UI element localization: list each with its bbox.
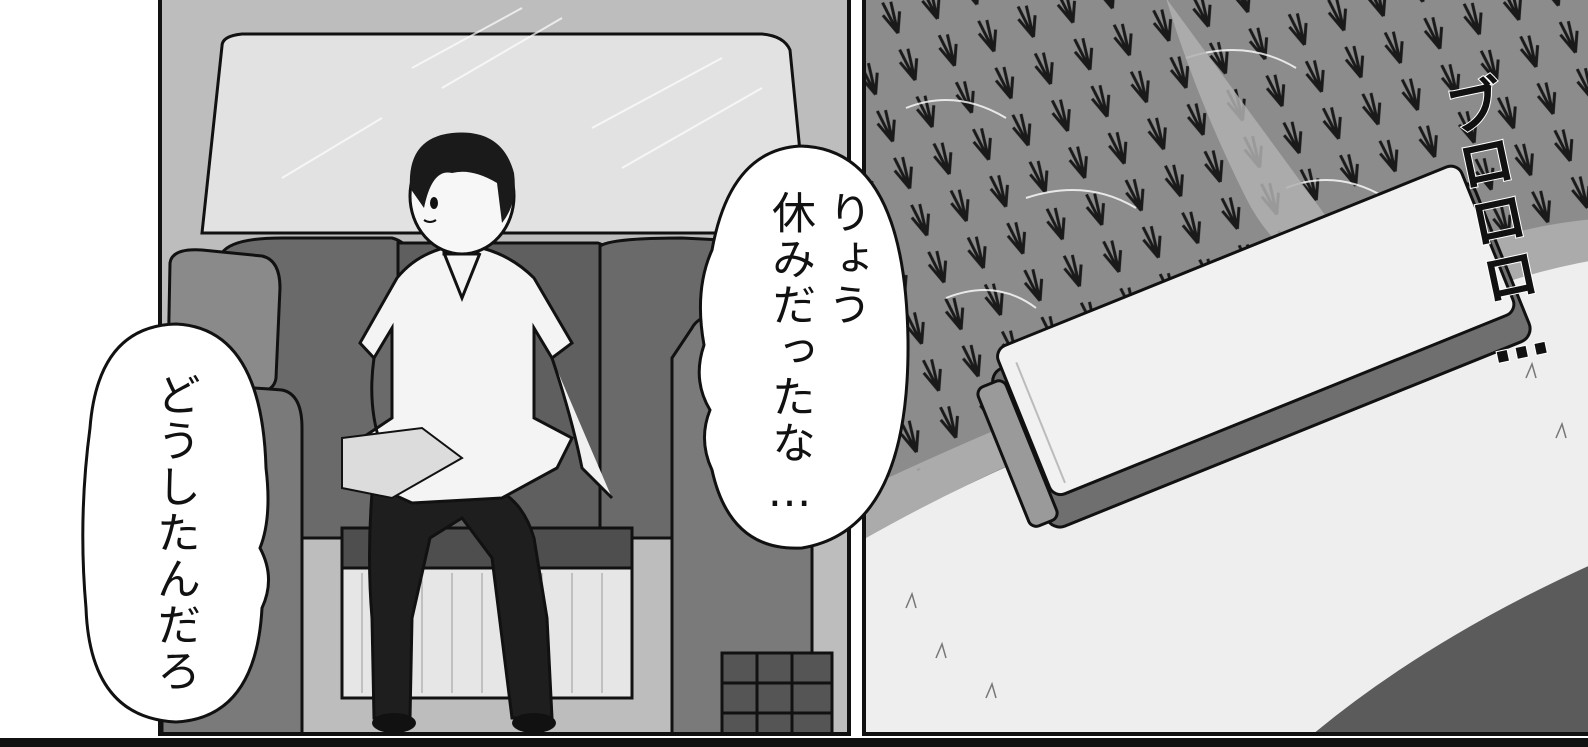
balloon-left-line-1: どうしたんだろ — [149, 372, 200, 694]
roadside-grass-dark — [1315, 566, 1588, 732]
bus — [976, 164, 1532, 529]
boy-figure — [341, 132, 614, 732]
rice-field-art — [866, 0, 1588, 732]
speech-balloon-right — [697, 144, 910, 550]
balloon-right-line-1: りょう — [820, 190, 871, 328]
balloon-right-line-2: 休みだったな… — [764, 190, 815, 519]
window-glare — [281, 7, 763, 179]
rear-window — [200, 32, 810, 235]
speech-balloon-left — [81, 322, 271, 724]
lower-window-grid — [720, 651, 834, 732]
bottom-border — [0, 738, 1588, 747]
rice-field-panel — [862, 0, 1588, 736]
